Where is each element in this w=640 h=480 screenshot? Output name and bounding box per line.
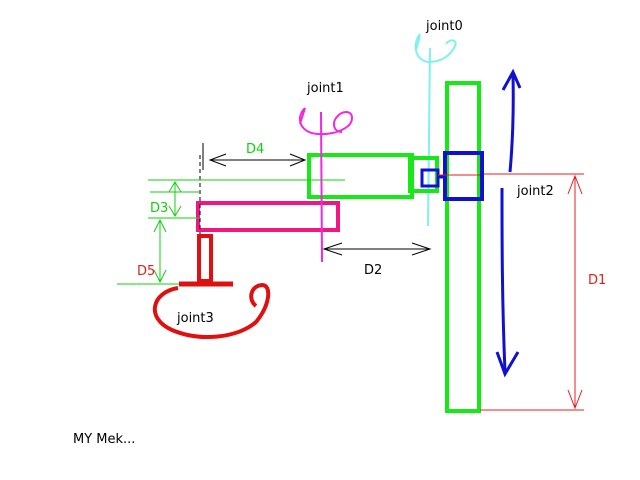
label-d1: D1	[588, 273, 606, 288]
caption-text: MY Mek...	[73, 432, 135, 447]
label-joint3: joint3	[176, 311, 214, 326]
label-d5: D5	[137, 264, 155, 279]
d3-d5-dimensions	[117, 179, 345, 285]
label-d2: D2	[364, 263, 382, 278]
label-joint1: joint1	[306, 81, 344, 96]
label-joint2: joint2	[516, 184, 554, 199]
joint0-axis	[414, 33, 457, 227]
lower-link	[196, 201, 340, 232]
label-d3: D3	[150, 201, 168, 216]
d1-dimension	[480, 173, 584, 411]
d2-dimension	[322, 242, 432, 256]
d4-dimension	[199, 143, 307, 285]
joint2-arrow	[495, 68, 522, 378]
joint1-axis	[298, 107, 354, 263]
joint2-block	[443, 151, 484, 201]
label-joint0: joint0	[425, 19, 463, 34]
joint3-gripper	[152, 234, 271, 339]
label-d4: D4	[246, 142, 264, 157]
base-column	[445, 81, 481, 413]
upper-link	[307, 153, 414, 199]
